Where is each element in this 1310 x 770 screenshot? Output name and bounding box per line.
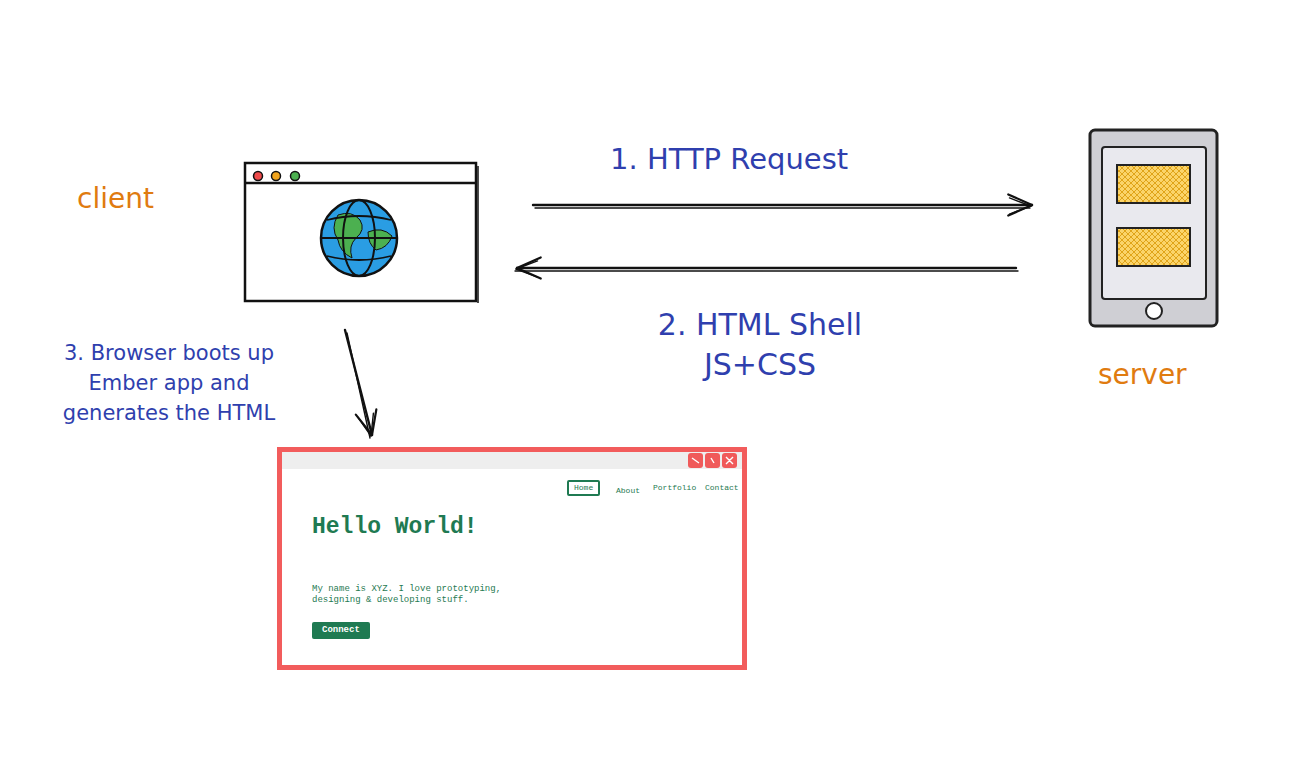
connector-stroke [347,333,370,438]
page-heading: Hello World! [312,514,712,540]
rendered-page: Hello World! My name is XYZ. I love proto… [277,447,747,670]
edge-label: 2. HTML Shell JS+CSS [625,305,895,385]
connector-stroke [517,257,541,268]
connector-stroke [517,268,541,279]
client-browser: client [245,162,477,302]
server-icon [1090,130,1217,326]
connector-stroke [517,267,1016,269]
connector-stroke [1008,194,1032,205]
client-label: client [77,182,197,215]
edge-label: 1. HTTP Request [610,142,950,176]
connector-stroke [516,269,538,277]
nav-item: Contact [705,483,739,493]
connector-stroke [1009,198,1031,206]
server-label: server [1098,358,1248,391]
connector-stroke [533,204,1032,206]
arrow-connector [345,330,376,438]
connector-stroke [516,261,538,269]
connect-button: Connect [312,622,370,639]
button-text: Connect [322,625,360,636]
nav-item: Portfolio [653,483,696,493]
connector-stroke [358,417,371,436]
browser-icon [245,163,478,303]
edge-label: 3. Browser boots up Ember app and genera… [38,338,300,428]
server-device: server [1088,128,1218,328]
arrow-connector [533,194,1032,215]
nav-item: About [616,486,640,496]
connector-stroke [356,415,372,435]
connector-stroke [1008,205,1032,216]
connector-stroke [515,270,1018,271]
page-paragraph: My name is XYZ. I love prototyping, desi… [312,584,517,606]
connector-stroke [1009,206,1031,214]
connector-stroke [372,409,376,435]
nav-home-button: Home [567,480,600,496]
arrow-connector [515,257,1018,278]
connector-stroke [535,207,1030,208]
nav-item: Home [574,483,593,493]
